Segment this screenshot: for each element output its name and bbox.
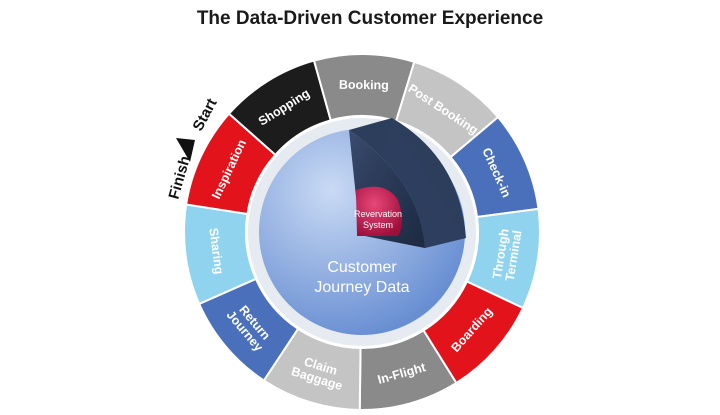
segment-label-booking: Booking — [339, 78, 389, 93]
segment-label-line: Sharing — [206, 227, 226, 275]
start-label: Start — [190, 96, 221, 134]
core-label-line1: Revervation — [354, 209, 402, 219]
diagram-title: The Data-Driven Customer Experience — [196, 8, 544, 29]
reservation-core — [356, 186, 402, 236]
cutaway-wedge — [349, 118, 466, 248]
segment-label-sharing: Sharing — [206, 227, 226, 275]
hub-label-line2: Journey Data — [314, 279, 409, 296]
core-label-line2: System — [363, 220, 393, 230]
segment-inspiration — [185, 112, 277, 216]
hub-label-line1: Customer — [327, 259, 397, 276]
start-arrow-icon — [176, 138, 195, 162]
segment-label-line: Booking — [339, 78, 389, 93]
